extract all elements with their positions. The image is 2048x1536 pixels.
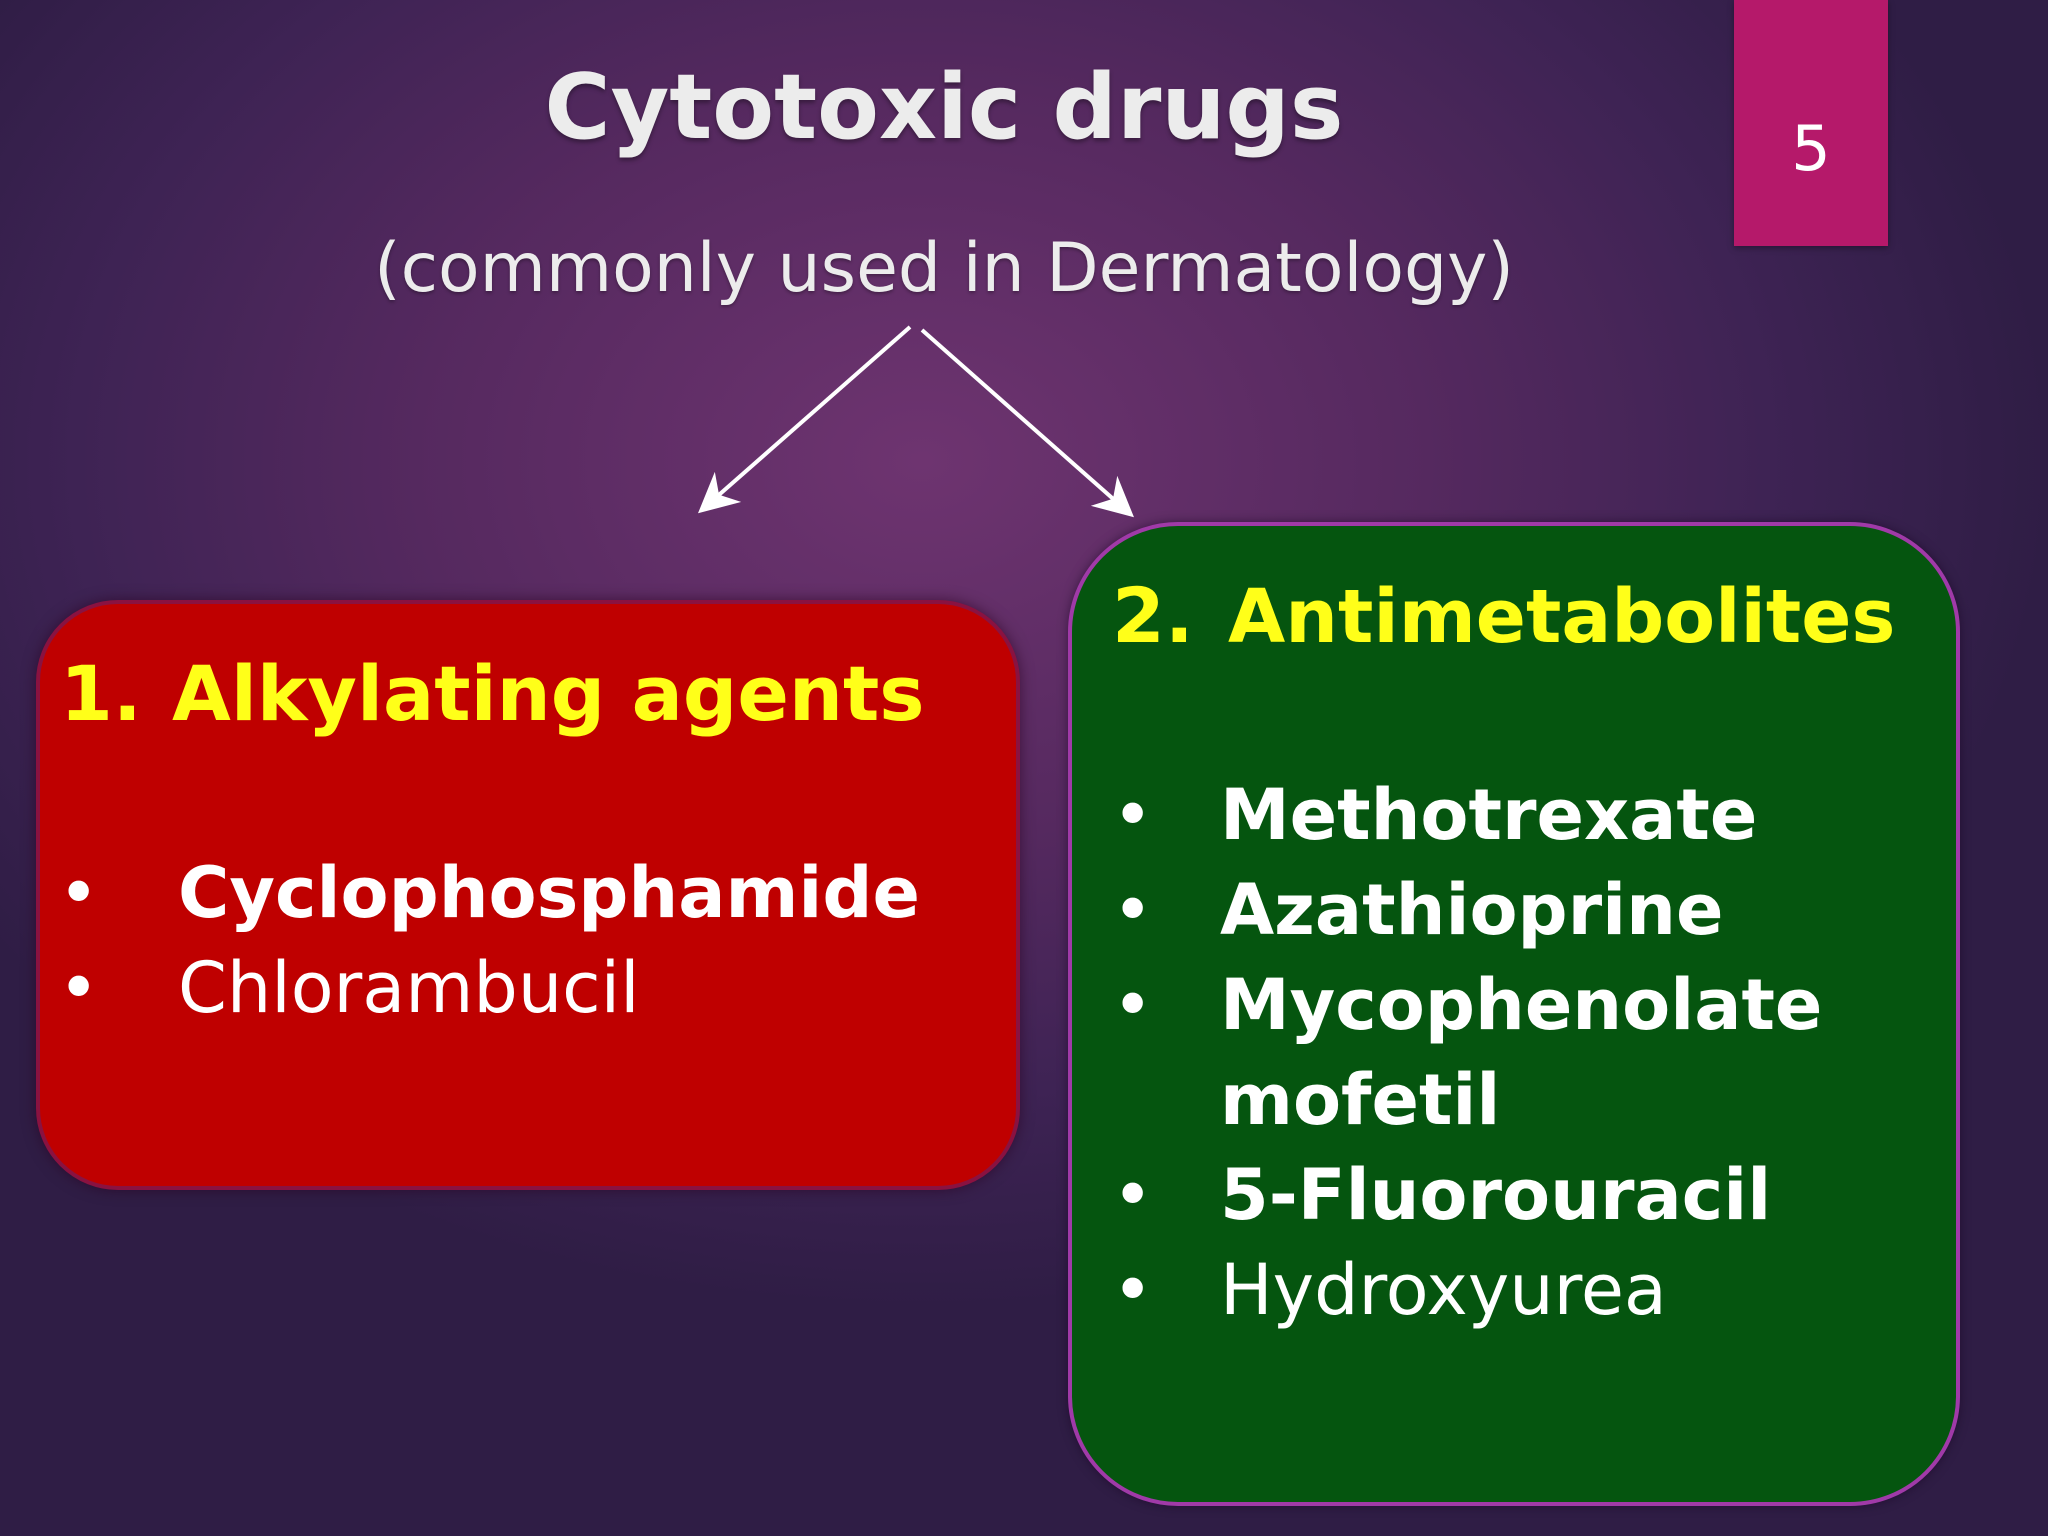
drug-name: Mycophenolate mofetil bbox=[1220, 964, 1823, 1141]
alkylating-agents-heading: 1.Alkylating agents bbox=[60, 656, 925, 732]
antimetabolites-box: 2. Antimetabolites • Methotrexate • Azath… bbox=[1068, 522, 1960, 1506]
list-item: • Cyclophosphamide bbox=[58, 846, 920, 941]
list-item: • Azathioprine bbox=[1112, 863, 1780, 958]
group-heading-text: Alkylating agents bbox=[172, 649, 925, 738]
arrow-to-alkylating bbox=[697, 325, 912, 514]
bullet-icon: • bbox=[58, 947, 100, 1029]
bullet-icon: • bbox=[1112, 1249, 1154, 1331]
list-item: • Mycophenolate mofetil bbox=[1112, 958, 1823, 1148]
bullet-icon: • bbox=[1112, 964, 1154, 1046]
group-number: 2. bbox=[1112, 571, 1194, 660]
slide-subtitle: (commonly used in Dermatology) bbox=[374, 229, 1514, 308]
bullet-icon: • bbox=[1112, 774, 1154, 856]
drug-name: Hydroxyurea bbox=[1220, 1249, 1667, 1331]
list-item: • Hydroxyurea bbox=[1112, 1243, 1780, 1338]
group-heading-text: Antimetabolites bbox=[1228, 574, 1896, 660]
slide-number-tab: 5 bbox=[1734, 0, 1888, 246]
drug-name: Azathioprine bbox=[1220, 869, 1724, 951]
drug-name: Chlorambucil bbox=[178, 947, 640, 1029]
alkylating-agents-box: 1.Alkylating agents • Cyclophosphamide •… bbox=[36, 600, 1020, 1190]
antimetabolites-list: • Methotrexate • Azathioprine • Mycophen… bbox=[1112, 768, 1823, 1338]
arrow-to-antimetabolites bbox=[920, 328, 1134, 518]
group-number: 1. bbox=[60, 649, 142, 738]
list-item: • Methotrexate bbox=[1112, 768, 1780, 863]
antimetabolites-heading: 2. Antimetabolites bbox=[1112, 571, 1896, 660]
drug-name: Methotrexate bbox=[1220, 774, 1758, 856]
bullet-icon: • bbox=[1112, 1154, 1154, 1236]
bullet-icon: • bbox=[58, 852, 100, 934]
drug-name: 5-Fluorouracil bbox=[1220, 1154, 1772, 1236]
slide-number: 5 bbox=[1791, 112, 1831, 185]
list-item: • 5-Fluorouracil bbox=[1112, 1148, 1780, 1243]
slide-title: Cytotoxic drugs bbox=[544, 55, 1344, 160]
drug-name: Cyclophosphamide bbox=[178, 852, 920, 934]
alkylating-agents-list: • Cyclophosphamide • Chlorambucil bbox=[58, 846, 920, 1036]
bullet-icon: • bbox=[1112, 869, 1154, 951]
list-item: • Chlorambucil bbox=[58, 941, 920, 1036]
